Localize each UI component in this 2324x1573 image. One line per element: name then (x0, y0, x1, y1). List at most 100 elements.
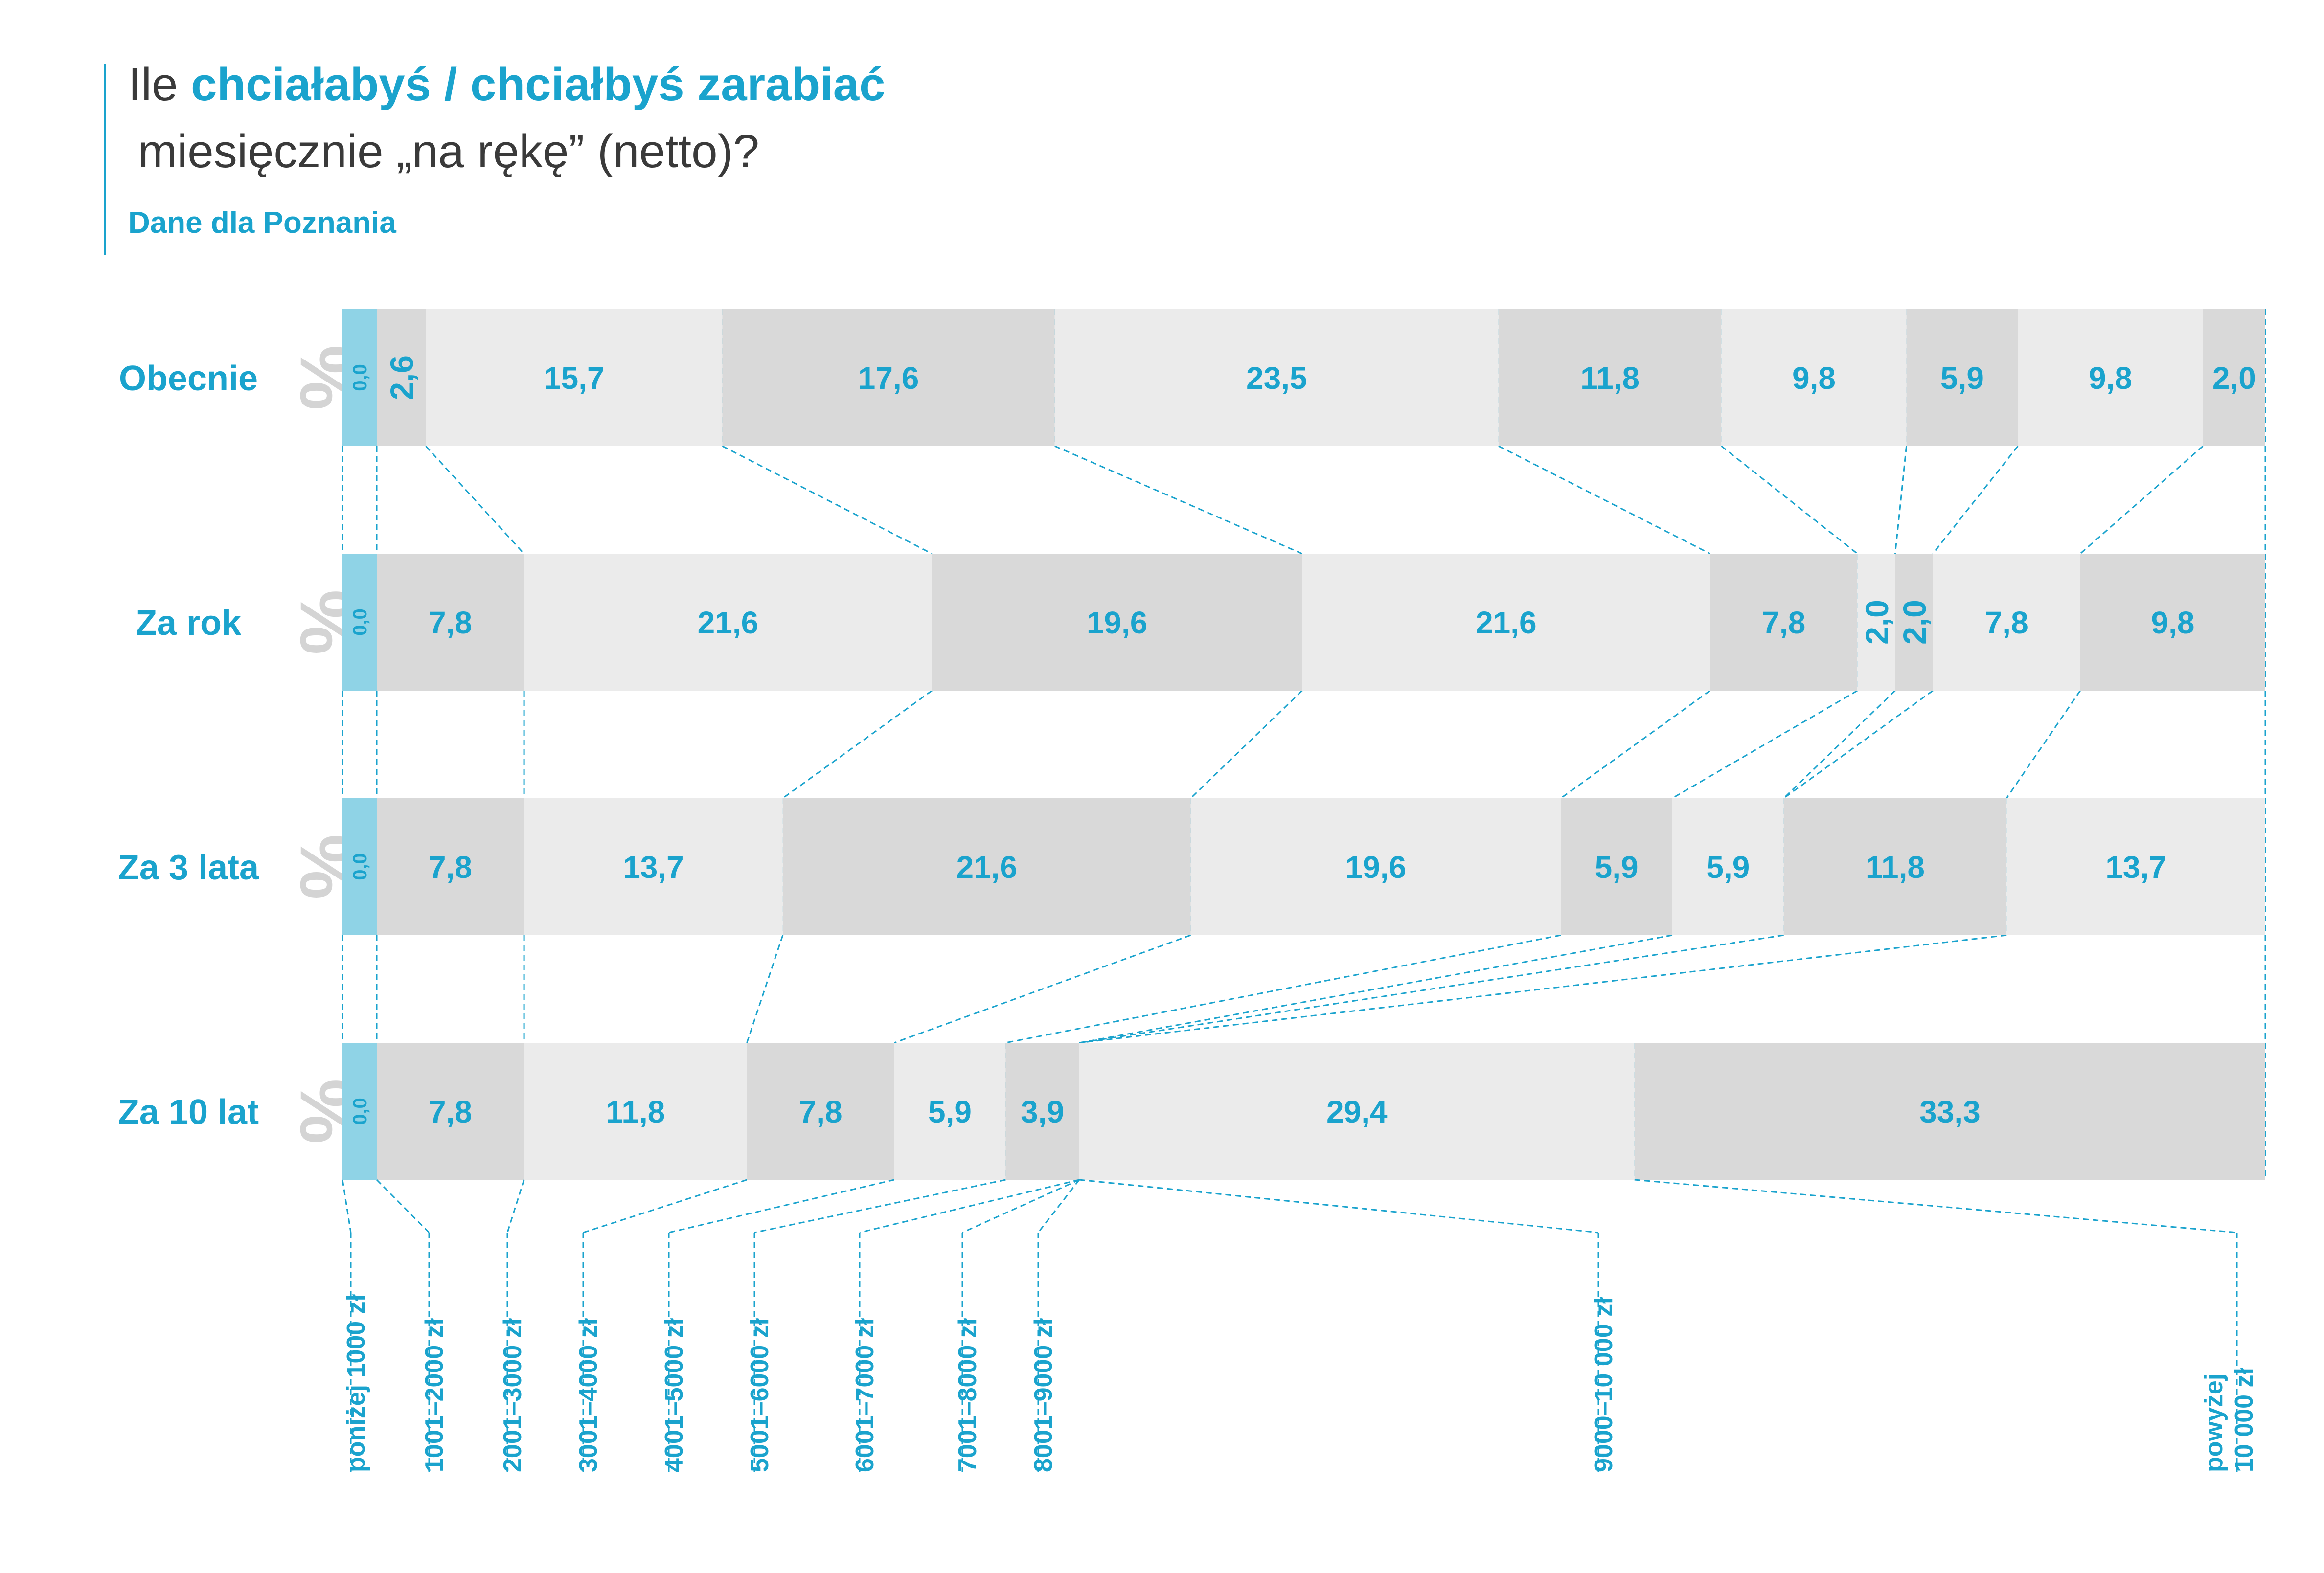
connector-line (2005, 690, 2081, 799)
value-label: 7,8 (1985, 605, 2028, 640)
connector-line (1079, 934, 2007, 1044)
connector-line (2079, 445, 2204, 555)
value-label: 33,3 (1919, 1094, 1981, 1129)
category-label: 5001–6000 zł (746, 1318, 774, 1472)
bar-segment (1190, 798, 1561, 935)
bar-segment (1302, 554, 1710, 691)
bar-segment (1710, 554, 1858, 691)
connector-line (1079, 934, 1673, 1044)
connector-line (1672, 690, 1858, 799)
value-label: 9,8 (2151, 605, 2194, 640)
value-label: 11,8 (606, 1094, 665, 1129)
value-label: 0,0 (349, 608, 371, 636)
category-label: 3001–4000 zł (574, 1318, 603, 1472)
category-connector (859, 1179, 1080, 1234)
value-label: 0,0 (349, 853, 371, 880)
bar-segment (747, 1043, 894, 1180)
connector-line (782, 690, 933, 799)
chart-title-prefix: Ile (128, 58, 191, 111)
bar-segment (377, 309, 426, 446)
chart-header: Ile chciałabyś / chciałbyś zarabiać mies… (104, 58, 886, 255)
bar-segment (1857, 554, 1895, 691)
bar-segment (2203, 309, 2265, 446)
value-label: 9,8 (2089, 360, 2132, 396)
value-label: 11,8 (1580, 360, 1640, 396)
connector-line (1054, 445, 1302, 555)
value-label: 7,8 (799, 1094, 843, 1129)
category-label: 8001–9000 zł (1029, 1318, 1058, 1472)
category-connector (668, 1179, 894, 1234)
connector-line (1783, 690, 1934, 799)
value-label: 0,0 (349, 364, 371, 391)
value-label: 5,9 (1706, 850, 1750, 885)
value-label: 2,0 (1896, 600, 1933, 645)
value-label: 19,6 (1345, 850, 1407, 885)
bar-segment (342, 554, 377, 691)
category-connector (962, 1179, 1080, 1234)
bar-segment (2018, 309, 2203, 446)
row-label: Za rok (136, 604, 242, 643)
connector-line (1005, 934, 1561, 1044)
bar-segment (1895, 554, 1933, 691)
value-label: 11,8 (1866, 850, 1925, 885)
category-connector (583, 1179, 748, 1234)
connector-line (722, 445, 933, 555)
row-label: Obecnie (119, 359, 258, 398)
bar-segment (722, 309, 1055, 446)
bar-segment (1783, 798, 2007, 935)
chart-title-line1: Ile chciałabyś / chciałbyś zarabiać (128, 58, 886, 111)
bar-segment (894, 1043, 1006, 1180)
category-connector (376, 1179, 430, 1234)
row-label: Za 10 lat (118, 1093, 259, 1132)
connector-line (1498, 445, 1710, 555)
bar-segment (1005, 1043, 1079, 1180)
bar-segment (377, 1043, 524, 1180)
category-label: powyżej10 000 zł (2200, 1368, 2258, 1472)
bar-segment (342, 798, 377, 935)
bar-segment (524, 554, 932, 691)
value-label: 2,6 (384, 355, 420, 400)
value-label: 3,9 (1021, 1094, 1064, 1129)
value-label: 9,8 (1792, 360, 1836, 396)
category-label: 1001–2000 zł (420, 1318, 449, 1472)
connector-line (746, 935, 784, 1043)
bar-segment (2006, 798, 2265, 935)
bar-segment (1634, 1043, 2265, 1180)
category-connector (754, 1179, 1006, 1234)
value-label: 21,6 (1476, 605, 1537, 640)
bar-segment (524, 1043, 747, 1180)
value-label: 2,0 (2212, 360, 2256, 396)
bar-segment (2080, 554, 2265, 691)
value-label: 5,9 (1595, 850, 1639, 885)
row-label: Za 3 lata (118, 848, 259, 887)
bar-segment (1672, 798, 1784, 935)
bar-segment (1721, 309, 1907, 446)
value-label: 5,9 (928, 1094, 972, 1129)
bar-segment (524, 798, 783, 935)
bar-segment (932, 554, 1302, 691)
value-label: 7,8 (429, 1094, 472, 1129)
value-label: 15,7 (544, 360, 605, 396)
bar-segment (377, 798, 524, 935)
category-label: 6001–7000 zł (851, 1318, 879, 1472)
category-connector (1079, 1179, 1599, 1234)
bar-segment (782, 798, 1191, 935)
category-connector (1037, 1179, 1080, 1233)
connector-line (1894, 446, 1908, 554)
value-label: 13,7 (2105, 850, 2166, 885)
value-label: 7,8 (429, 850, 472, 885)
connector-line (1932, 446, 2019, 554)
category-label: 4001–5000 zł (660, 1318, 688, 1472)
connector-line (1783, 690, 1896, 799)
value-label: 2,0 (1859, 600, 1895, 645)
bar-segment (1498, 309, 1722, 446)
bar-segment (1933, 554, 2080, 691)
value-label: 7,8 (429, 605, 472, 640)
bar-segment (1054, 309, 1499, 446)
value-label: 5,9 (1940, 360, 1984, 396)
